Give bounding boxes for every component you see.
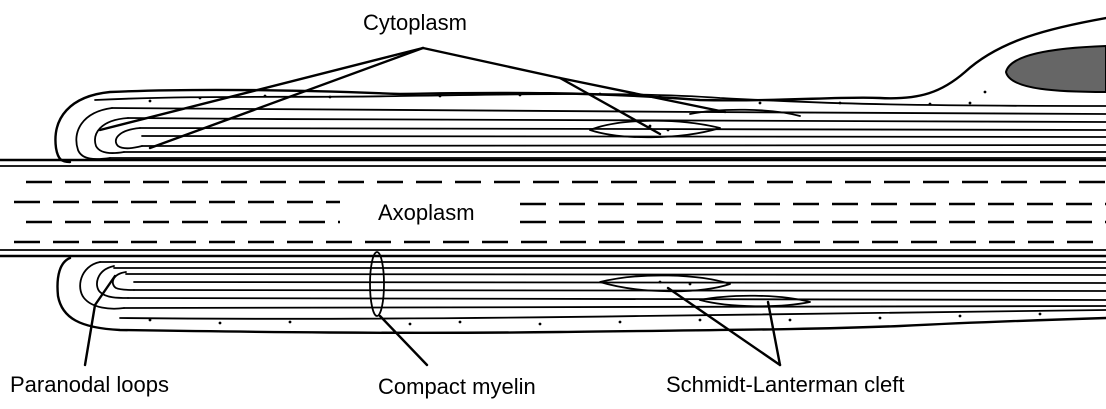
sl-cleft-leader-2 (768, 302, 780, 365)
lower-cytoplasm-boundary (120, 310, 1106, 319)
label-cytoplasm: Cytoplasm (363, 10, 467, 35)
label-paranodal-loops: Paranodal loops (10, 372, 169, 397)
label-axoplasm: Axoplasm (378, 200, 475, 225)
lower-lamella-3 (126, 274, 1106, 275)
label-schmidt-lanterman-cleft: Schmidt-Lanterman cleft (666, 372, 904, 397)
axon (0, 160, 1106, 256)
lower-sl-cleft-2 (700, 296, 810, 307)
upper-lamella-3 (140, 128, 1106, 130)
upper-lamella-2 (128, 118, 1106, 122)
cytoplasm-leader-4 (560, 78, 660, 134)
lower-outer-membrane (58, 258, 1106, 333)
paranodal-leader (85, 276, 115, 365)
lower-lamella-4 (134, 282, 1106, 283)
nucleus (1006, 46, 1106, 92)
upper-lamella-5 (142, 145, 1106, 146)
upper-paranodal-loop-3 (116, 128, 142, 148)
lower-lamella-6 (128, 298, 1106, 300)
lower-sheath (58, 252, 1106, 333)
upper-paranodal-loop-1 (76, 108, 112, 159)
cytoplasm-leader-2 (423, 48, 725, 112)
cytoplasm-leader-3 (100, 48, 423, 130)
lower-paranodal-loop-1 (80, 262, 124, 309)
lower-lamella-7 (124, 306, 1106, 308)
lower-lamella-5 (134, 290, 1106, 291)
upper-lamella-1 (112, 108, 1106, 114)
label-compact-myelin: Compact myelin (378, 374, 536, 399)
compact-myelin-leader (380, 316, 427, 365)
